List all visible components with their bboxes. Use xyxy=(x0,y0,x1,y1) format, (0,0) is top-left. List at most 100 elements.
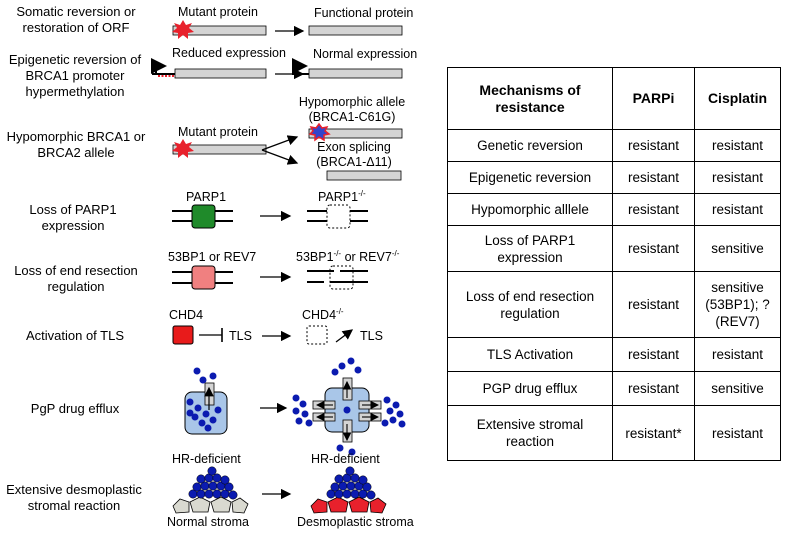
functional-gene-bar xyxy=(308,25,403,36)
rev7-ko-text: or REV7 xyxy=(341,250,392,264)
hr-deficient-tumor xyxy=(188,466,238,500)
cell-parpi: resistant xyxy=(612,225,695,272)
label-chd4-ko: CHD4-/- xyxy=(302,306,344,323)
cell-cisplatin: resistant xyxy=(694,405,781,461)
parp1-ko-text: PARP1 xyxy=(318,190,359,204)
table-row: Loss of end resection regulation resista… xyxy=(447,271,781,338)
cell-cisplatin: sensitive xyxy=(694,371,781,406)
mechanism-loss-end-resection: Loss of end resection regulation xyxy=(14,263,138,294)
arrow xyxy=(261,149,299,165)
effluxed-drug-dots xyxy=(292,357,406,456)
mutant-gene-bar xyxy=(172,144,267,155)
label-desmoplastic-stroma: Desmoplastic stroma xyxy=(297,515,414,529)
normal-stroma xyxy=(172,496,249,514)
header-parpi: PARPi xyxy=(612,67,695,130)
mutation-star-icon xyxy=(172,20,194,39)
chd4-ko-text: CHD4 xyxy=(302,308,337,322)
cell-cisplatin: resistant xyxy=(694,337,781,372)
mechanism-loss-parp1: Loss of PARP1 expression xyxy=(29,202,117,233)
drug-dots xyxy=(186,367,222,432)
resistance-table: Mechanisms of resistance PARPi Cisplatin… xyxy=(447,67,781,461)
label-functional-protein: Functional protein xyxy=(314,6,414,20)
hr-deficient-tumor-2 xyxy=(326,466,376,500)
cell-mechanism: Genetic reversion xyxy=(447,129,613,162)
promoter-arrow-icon xyxy=(151,58,167,74)
cell-mechanism: Loss of PARP1 expression xyxy=(447,225,613,272)
hypomorphic-allele-text: Hypomorphic allele xyxy=(298,95,406,109)
label-parp1-ko: PARP1-/- xyxy=(318,188,366,205)
table-row: Epigenetic reversion resistant resistant xyxy=(447,161,781,194)
cell-mechanism: PGP drug efflux xyxy=(447,371,613,406)
reduced-gene-bar xyxy=(174,68,267,79)
label-mutant-protein: Mutant protein xyxy=(178,5,258,19)
cell-mechanism: TLS Activation xyxy=(447,337,613,372)
parp1-absent xyxy=(326,204,351,229)
exon-splicing-sub: (BRCA1-Δ11) xyxy=(316,155,392,169)
table-row: Genetic reversion resistant resistant xyxy=(447,129,781,162)
label-chd4: CHD4 xyxy=(169,308,204,322)
mechanism-diagram xyxy=(151,20,406,514)
mutant-gene-bar xyxy=(172,25,267,36)
cell-parpi: resistant xyxy=(612,337,695,372)
label-normal-expression: Normal expression xyxy=(313,47,418,61)
cell-parpi: resistant xyxy=(612,271,695,338)
cell-mechanism: Loss of end resection regulation xyxy=(447,271,613,338)
cell-cisplatin: sensitive xyxy=(694,225,781,272)
cell-parpi: resistant xyxy=(612,129,695,162)
cell-cisplatin: resistant xyxy=(694,193,781,226)
hypomorphic-star-icon xyxy=(308,122,331,142)
rev7-ko-sup: -/- xyxy=(391,248,400,258)
label-53bp1-rev7-ko: 53BP1-/- or REV7-/- xyxy=(296,248,400,265)
chd4-ko-sup: -/- xyxy=(336,306,344,316)
header-cisplatin: Cisplatin xyxy=(694,67,781,130)
53bp1-ko-sup: -/- xyxy=(333,248,342,258)
label-53bp1-rev7: 53BP1 or REV7 xyxy=(168,250,257,264)
mutation-star-icon xyxy=(172,139,194,158)
label-mutant-protein-2: Mutant protein xyxy=(178,125,258,139)
normal-gene-bar xyxy=(308,68,403,79)
label-hypomorphic-allele: Hypomorphic allele (BRCA1-C61G) xyxy=(297,95,407,125)
53bp1-rev7-absent xyxy=(329,265,354,290)
hypomorphic-allele-sub: (BRCA1-C61G) xyxy=(308,110,396,124)
table-row: PGP drug efflux resistant sensitive xyxy=(447,371,781,406)
cell-parpi: resistant* xyxy=(612,405,695,461)
cell-cisplatin: sensitive (53BP1); ? (REV7) xyxy=(694,271,781,338)
table-header-row: Mechanisms of resistance PARPi Cisplatin xyxy=(447,67,781,130)
mechanism-somatic-reversion: Somatic reversion or restoration of ORF xyxy=(16,4,136,35)
label-hr-deficient: HR-deficient xyxy=(172,452,241,466)
hypomorphic-gene-bar xyxy=(308,128,403,139)
label-tls-2: TLS xyxy=(360,329,383,343)
label-normal-stroma: Normal stroma xyxy=(167,515,249,529)
cell-mechanism: Epigenetic reversion xyxy=(447,161,613,194)
53bp1-ko-text: 53BP1 xyxy=(296,250,334,264)
chd4-absent xyxy=(306,325,328,345)
table-row: TLS Activation resistant resistant xyxy=(447,337,781,372)
mechanism-epigenetic-reversion: Epigenetic reversion of BRCA1 promoter h… xyxy=(8,52,142,99)
mechanism-pgp-efflux: PgP drug efflux xyxy=(30,401,120,416)
label-tls: TLS xyxy=(229,329,252,343)
promoter-arrow-icon xyxy=(292,58,308,74)
cell-cisplatin: resistant xyxy=(694,129,781,162)
exon-splicing-text: Exon splicing xyxy=(317,140,391,154)
spliced-gene-bar xyxy=(326,170,402,181)
table-row: Loss of PARP1 expression resistant sensi… xyxy=(447,225,781,272)
cell-parpi: resistant xyxy=(612,161,695,194)
activation-arrow xyxy=(335,329,354,343)
parp1-protein xyxy=(191,204,216,229)
parp1-ko-sup: -/- xyxy=(358,188,366,198)
chd4-protein xyxy=(172,325,194,345)
cell-mechanism: Extensive stromal reaction xyxy=(447,405,613,461)
table-row: Extensive stromal reaction resistant* re… xyxy=(447,405,781,461)
cell-parpi: resistant xyxy=(612,371,695,406)
mechanism-stromal-reaction: Extensive desmoplastic stromal reaction xyxy=(6,482,142,513)
arrow xyxy=(261,135,299,151)
cell-parpi: resistant xyxy=(612,193,695,226)
mechanism-tls-activation: Activation of TLS xyxy=(25,328,125,343)
desmoplastic-stroma xyxy=(310,496,387,514)
53bp1-rev7-protein xyxy=(191,265,216,290)
table-row: Hypomorphic alllele resistant resistant xyxy=(447,193,781,226)
label-exon-splicing: Exon splicing (BRCA1-Δ11) xyxy=(307,140,401,170)
mechanism-hypomorphic-allele: Hypomorphic BRCA1 or BRCA2 allele xyxy=(6,129,146,160)
cell-cisplatin: resistant xyxy=(694,161,781,194)
label-parp1: PARP1 xyxy=(186,190,227,204)
